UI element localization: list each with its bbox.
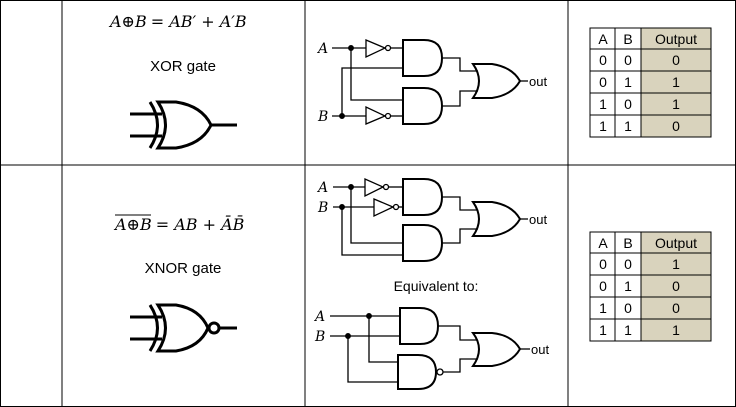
equivalent-label: Equivalent to:: [394, 278, 479, 294]
tt-header: A: [598, 235, 608, 251]
xor-expression: A⊕B= AB′ + A′B: [108, 12, 247, 31]
tt-header: Output: [655, 235, 697, 251]
tt-value: 0: [624, 96, 632, 112]
tt-cell: [640, 318, 712, 342]
tt-value: 0: [624, 300, 632, 316]
xor-circuit: [332, 39, 528, 125]
tt-value: 0: [672, 278, 680, 294]
tt-value: 0: [624, 52, 632, 68]
tt-cell: [640, 114, 712, 138]
xor-gate-symbol: [130, 100, 237, 150]
tt-value: 0: [672, 300, 680, 316]
tt-value: 0: [672, 118, 680, 134]
tt-value: 0: [599, 74, 607, 90]
xnor-truth-table: [589, 231, 712, 342]
equivalent-output-label: out: [531, 342, 549, 357]
xor-gate-name: XOR gate: [150, 58, 216, 75]
xor-truth-table: [589, 27, 712, 138]
tt-value: 0: [599, 278, 607, 294]
xor-output-label: out: [529, 74, 547, 89]
xnor-gate-name: XNOR gate: [145, 260, 222, 277]
tt-value: 1: [624, 74, 632, 90]
xnor-circuit: [333, 177, 528, 262]
xnor-output-label: out: [529, 212, 547, 227]
tt-value: 1: [672, 74, 680, 90]
tt-value: 1: [599, 96, 607, 112]
tt-value: 1: [624, 118, 632, 134]
tt-value: 1: [599, 118, 607, 134]
xnor-row: A⊕B= AB + ĀB̄ XNOR gate: [113, 177, 712, 390]
tt-value: 1: [624, 322, 632, 338]
tt-header: B: [623, 235, 632, 251]
tt-value: 1: [672, 256, 680, 272]
equivalent-input-b-label: B: [314, 329, 325, 345]
tt-value: 0: [599, 256, 607, 272]
tt-header: A: [598, 31, 608, 47]
tt-value: 1: [599, 300, 607, 316]
xnor-input-b-label: B: [317, 200, 328, 216]
tt-header: B: [623, 31, 632, 47]
tt-value: 0: [599, 52, 607, 68]
tt-value: 1: [599, 322, 607, 338]
tt-value: 1: [672, 322, 680, 338]
tt-value: 0: [624, 256, 632, 272]
tt-header: Output: [655, 31, 697, 47]
equivalent-circuit: [330, 307, 530, 390]
xnor-input-a-label: A: [316, 180, 328, 196]
equivalent-input-a-label: A: [313, 309, 325, 325]
xnor-gate-symbol: [130, 303, 237, 353]
xnor-expression: A⊕B= AB + ĀB̄: [113, 213, 245, 234]
xor-input-a-label: A: [316, 41, 328, 57]
tt-value: 1: [624, 278, 632, 294]
xor-input-b-label: B: [317, 109, 328, 125]
tt-value: 0: [672, 52, 680, 68]
tt-value: 1: [672, 96, 680, 112]
xor-row: A⊕B= AB′ + A′B XOR gate: [108, 12, 712, 150]
